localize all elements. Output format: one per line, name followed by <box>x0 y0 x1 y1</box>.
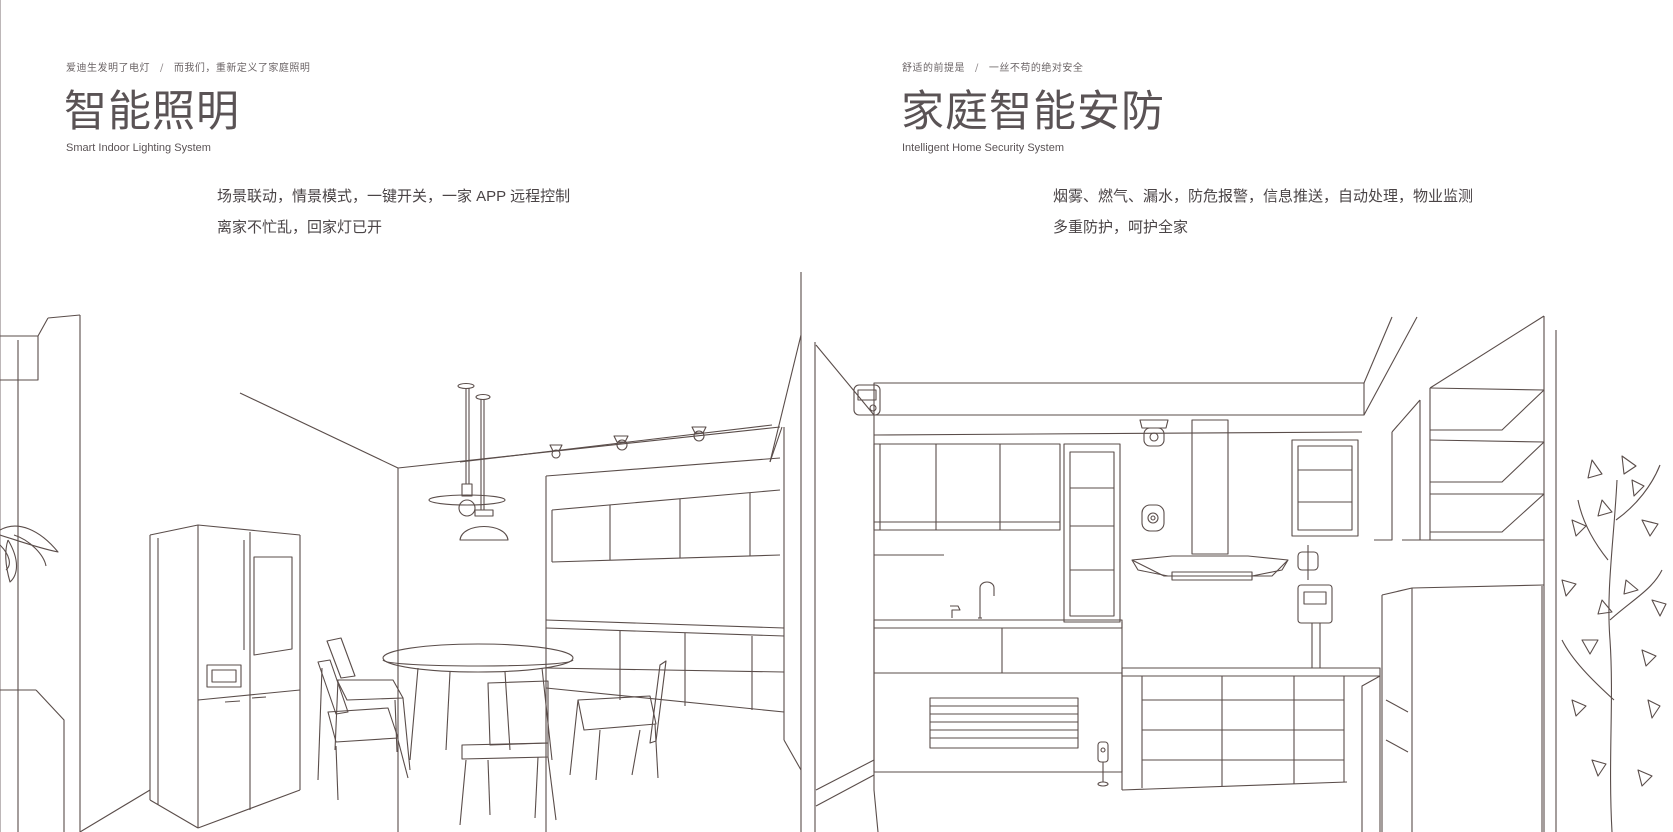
kicker-separator: / <box>975 63 979 74</box>
pendant-lamps <box>429 384 508 541</box>
lighting-subtitle: Smart Indoor Lighting System <box>66 142 211 154</box>
lighting-title: 智能照明 <box>64 88 240 136</box>
security-kicker-b: 一丝不苟的绝对安全 <box>988 63 1084 74</box>
refrigerator <box>150 525 300 828</box>
upper-cabinets <box>874 440 1358 622</box>
security-desc-line2: 多重防护，呵护全家 <box>1053 219 1189 236</box>
upper-cabinets <box>546 458 780 832</box>
security-title: 家庭智能安防 <box>901 88 1165 136</box>
dining-table <box>383 644 573 760</box>
security-camera <box>854 385 880 415</box>
plant-leaves-left <box>0 526 58 582</box>
room-walls <box>0 272 801 832</box>
wall-shelves <box>1374 316 1544 540</box>
kitchen-walls <box>815 316 1556 832</box>
lighting-kicker: 爱迪生发明了电灯 / 而我们，重新定义了家庭照明 <box>66 59 310 74</box>
track-lights <box>460 425 772 462</box>
dining-room-illustration <box>0 0 802 832</box>
sink-area <box>874 555 1122 772</box>
security-desc-line1: 烟雾、燃气、漏水，防危报警，信息推送，自动处理，物业监测 <box>1053 188 1474 205</box>
kicker-separator: / <box>160 63 164 74</box>
lower-cabinets <box>1122 668 1380 832</box>
lighting-desc-line1: 场景联动，情景模式，一键开关，一家 APP 远程控制 <box>217 188 571 205</box>
range-hood <box>1132 420 1288 580</box>
kitchen-illustration <box>802 0 1673 832</box>
potted-plant <box>1562 456 1666 832</box>
dining-chairs <box>318 638 666 825</box>
security-subtitle: Intelligent Home Security System <box>902 142 1065 154</box>
lighting-desc-line2: 离家不忙乱，回家灯已开 <box>217 219 383 236</box>
lighting-panel: 爱迪生发明了电灯 / 而我们，重新定义了家庭照明 智能照明 Smart Indoor… <box>0 0 802 832</box>
page-edge <box>0 0 1 832</box>
security-panel: 舒适的前提是 / 一丝不苟的绝对安全 家庭智能安防 Intelligent Home… <box>802 0 1673 832</box>
lighting-kicker-b: 而我们，重新定义了家庭照明 <box>173 63 311 74</box>
smoke-detector <box>1140 420 1168 446</box>
gas-sensor <box>1142 505 1164 531</box>
security-kicker: 舒适的前提是 / 一丝不苟的绝对安全 <box>902 59 1083 74</box>
water-leak-sensor <box>1098 742 1108 786</box>
gas-meter <box>1298 545 1332 668</box>
lighting-kicker-a: 爱迪生发明了电灯 <box>66 63 150 74</box>
tall-cabinet <box>1382 585 1544 832</box>
security-kicker-a: 舒适的前提是 <box>902 63 965 74</box>
